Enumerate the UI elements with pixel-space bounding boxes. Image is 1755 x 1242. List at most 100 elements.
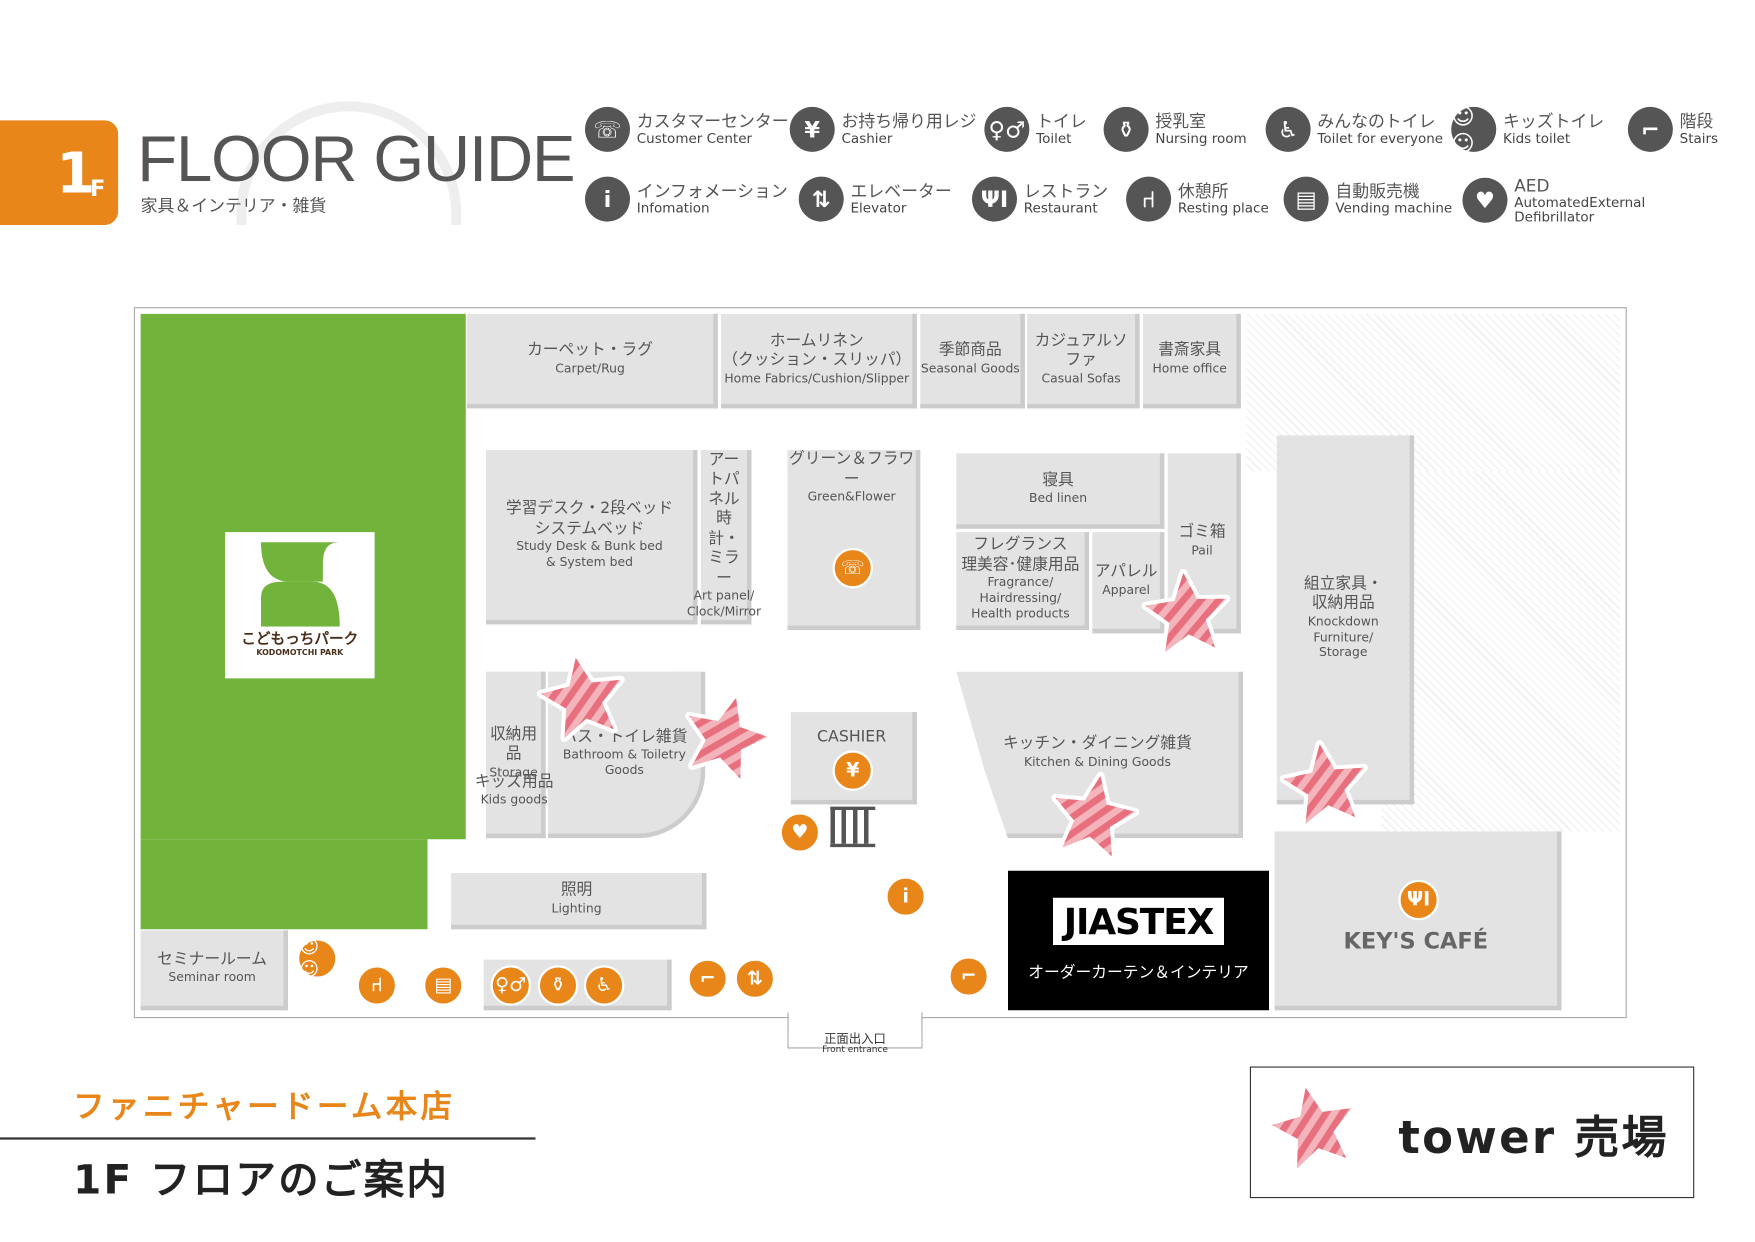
legend-label-en: Restaurant — [1023, 199, 1098, 216]
bench-icon[interactable]: ⑁ — [356, 965, 398, 1006]
area-linen[interactable]: ホームリネン （クッション・スリッパ）Home Fabrics/Cushion/… — [721, 313, 917, 409]
area-label-en: Study Desk & Bunk bed & System bed — [516, 539, 663, 570]
legend-label-en: Kids toilet — [1503, 130, 1571, 146]
area-label-en: Art panel/ Clock/Mirror — [686, 588, 762, 619]
restaurant-icon[interactable]: ΨI — [1398, 879, 1439, 921]
legend-label-jp: キッズトイレ — [1503, 111, 1605, 132]
kids-icon[interactable]: ☺☺ — [297, 936, 338, 981]
area-jiastex[interactable]: JIASTEX オーダーカーテン＆インテリア — [1008, 870, 1269, 1011]
legend-label-jp: カスタマーセンター — [636, 111, 789, 132]
wheelchair-icon: ♿ — [1265, 106, 1311, 152]
park-name-en: KODOMOTCHI PARK — [256, 648, 344, 657]
info-icon[interactable]: i — [885, 876, 926, 917]
entrance[interactable]: 正面出入口 Front entrance — [787, 1012, 923, 1054]
area-label-en: Knockdown Furniture/ Storage — [1307, 614, 1379, 660]
customer-center-icon[interactable]: ☏ — [832, 547, 873, 589]
area-label-en: Fragrance/ Hairdressing/ Health products — [971, 575, 1070, 621]
jiastex-logo: JIASTEX — [1052, 897, 1225, 945]
area-label: グリーン＆フラワー — [789, 450, 915, 488]
legend-label-en: Toilet for everyone — [1317, 130, 1444, 146]
yen-icon[interactable]: ¥ — [832, 750, 873, 791]
stairs-icon[interactable]: ⌐ — [948, 956, 989, 997]
vending-machine-icon[interactable]: ▤ — [423, 965, 464, 1006]
restaurant-icon: ΨI — [972, 176, 1017, 222]
area-label: セミナールーム — [157, 950, 267, 969]
area-label-en: Green&Flower — [807, 489, 896, 504]
aed-heart-icon[interactable]: ♥ — [779, 812, 821, 853]
legend-label-jp: レストラン — [1023, 181, 1109, 202]
legend-label-en: Customer Center — [636, 130, 753, 146]
entrance-label-en: Front entrance — [822, 1044, 888, 1055]
area-label-en: Seasonal Goods — [920, 360, 1020, 376]
park-logo-icon — [260, 542, 340, 627]
area-label-en: Seminar room — [168, 970, 256, 985]
area-label: バス・トイレ雑貨 — [561, 727, 688, 746]
aed-heart-icon: ♥ — [1462, 178, 1508, 224]
toilet-icon[interactable]: ♀♂ — [490, 965, 531, 1006]
area-label: アートパネル 時計・ミラー — [708, 450, 740, 587]
area-label: 学習デスク・2段ベッド システムベッド — [505, 499, 674, 538]
legend-label-jp: エレベーター — [850, 181, 952, 202]
area-label-en: Pail — [1191, 543, 1213, 558]
legend-label-jp: インフォメーション — [636, 181, 788, 202]
toilet-icon: ♀♂ — [984, 106, 1030, 152]
area-label-en: Bed linen — [1029, 490, 1088, 506]
area-label-en: Kids goods — [480, 792, 548, 807]
info-icon: i — [585, 176, 630, 222]
legend-label-en: Nursing room — [1155, 130, 1247, 146]
area-label: フレグランス 理美容･健康用品 — [961, 535, 1080, 574]
tower-star-icon — [534, 649, 631, 746]
area-label: 照明 — [560, 881, 593, 900]
area-label: カーペット・ラグ — [527, 341, 654, 360]
area-label-en: Carpet/Rug — [555, 360, 625, 376]
legend-label-en: Stairs — [1679, 130, 1719, 146]
divider — [0, 1137, 536, 1140]
area-keys-cafe[interactable]: KEY'S CAFÉ — [1274, 831, 1562, 1011]
legend-label-jp: AED — [1514, 175, 1550, 196]
park-sign[interactable]: こどもっちパーク KODOMOTCHI PARK — [225, 532, 375, 679]
baby-bottle-icon[interactable]: ⚱ — [537, 965, 579, 1006]
store-name: ファニチャードーム本店 — [73, 1087, 456, 1125]
area-label-en: Storage — [489, 764, 538, 780]
tower-star-icon — [1266, 1079, 1363, 1176]
tower-star-icon — [1045, 767, 1142, 864]
legend-label-jp: トイレ — [1036, 111, 1087, 132]
wheelchair-icon[interactable]: ♿ — [583, 965, 625, 1006]
area-label-en: Bathroom & Toiletry Goods — [562, 747, 686, 778]
stairs-icon[interactable]: ⌐ — [687, 958, 728, 999]
legend-label-jp: 休憩所 — [1177, 181, 1229, 202]
area-label: 収納用品 — [489, 725, 538, 763]
stairs-icon: ⌐ — [1627, 106, 1673, 152]
page-subtitle: 家具＆インテリア・雑貨 — [140, 195, 327, 216]
park-name: こどもっちパーク — [241, 631, 359, 648]
elevator-icon[interactable]: ⇅ — [734, 958, 776, 999]
